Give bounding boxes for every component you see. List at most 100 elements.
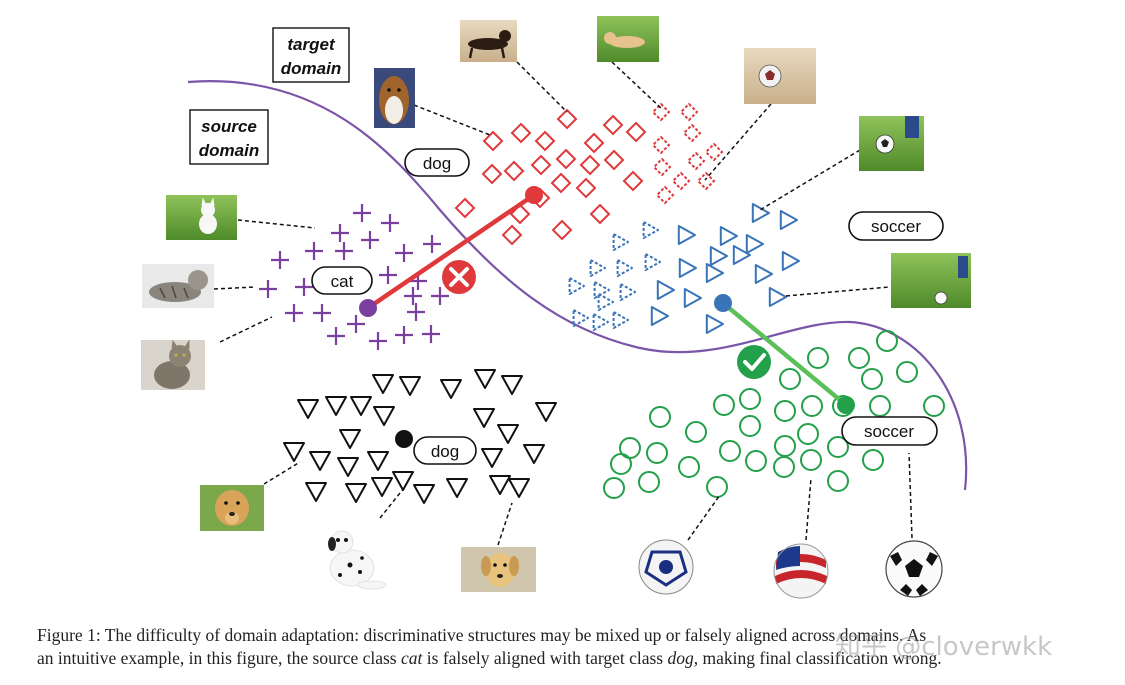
diamond-marker (622, 170, 644, 192)
plus-marker (295, 278, 313, 296)
dalmatian-photo (328, 530, 387, 590)
triangle-marker (413, 484, 435, 504)
diamond-marker (652, 157, 672, 177)
svg-text:cat: cat (331, 272, 354, 291)
plus-marker (379, 266, 397, 284)
triangle-marker (754, 264, 773, 284)
source-soccer-centroid (837, 396, 855, 414)
plus-marker (259, 280, 277, 298)
triangle-marker (497, 424, 519, 444)
triangle-marker (283, 442, 305, 462)
triangle-marker (297, 399, 319, 419)
leader-line (908, 452, 913, 539)
triangle-marker (481, 448, 503, 468)
white-kitten-photo (166, 195, 237, 240)
leader-line (219, 316, 273, 343)
diamond-marker (579, 154, 601, 176)
leader-lines (213, 61, 913, 546)
caption-line-2: an intuitive example, in this figure, th… (37, 648, 942, 668)
plus-marker (361, 231, 379, 249)
triangle-marker (745, 234, 764, 254)
triangle-marker (337, 457, 359, 477)
triangle-marker (705, 263, 724, 283)
diamond-marker (575, 177, 597, 199)
diamond-marker (625, 121, 647, 143)
dachshund-photo (460, 20, 517, 62)
diamond-marker (602, 114, 624, 136)
diamond-marker (534, 130, 556, 152)
triangle-marker (489, 475, 511, 495)
target-dog-centroid (525, 186, 543, 204)
triangle-marker (325, 396, 347, 416)
triangle-marker (642, 221, 659, 239)
diamond-marker (556, 108, 578, 130)
diamond-marker (679, 102, 699, 122)
figure-caption: Figure 1: The difficulty of domain adapt… (37, 624, 1097, 670)
triangle-marker (705, 314, 724, 334)
diamond-marker (555, 148, 577, 170)
plus-marker (369, 332, 387, 350)
cross-icon (442, 260, 476, 294)
diamond-marker (503, 160, 525, 182)
puppy-on-grass-photo (597, 16, 659, 62)
svg-text:domain: domain (281, 59, 341, 78)
tabby-cat-sitting-photo (141, 339, 205, 390)
triangle-marker (508, 478, 530, 498)
triangle-marker (751, 203, 770, 223)
diamond-marker (686, 151, 706, 171)
target-domain-label: target domain (272, 27, 350, 83)
leader-line (611, 61, 664, 111)
target-dog-label: dog (404, 148, 470, 177)
leader-line (785, 286, 890, 297)
plus-marker (271, 251, 289, 269)
circle-marker (896, 361, 918, 383)
triangle-marker (612, 233, 629, 251)
leader-line (413, 104, 491, 136)
circle-marker (638, 471, 660, 493)
leader-line (805, 477, 812, 541)
circle-marker (807, 347, 829, 369)
triangle-marker (572, 309, 589, 327)
triangle-marker (650, 306, 669, 326)
collie-photo (374, 68, 415, 128)
plus-marker (313, 304, 331, 322)
circle-marker (797, 423, 819, 445)
leader-line (213, 286, 256, 290)
domain-boundary-curve (187, 80, 968, 491)
triangle-marker (473, 408, 495, 428)
triangle-marker (616, 259, 633, 277)
circle-marker (649, 406, 671, 428)
source-cat-centroid (359, 299, 377, 317)
triangle-marker (501, 375, 523, 395)
triangle-marker (523, 444, 545, 464)
triangle-marker (592, 313, 609, 331)
triangle-marker (597, 293, 614, 311)
triangle-marker (367, 451, 389, 471)
circle-marker (603, 477, 625, 499)
soccer-ball-photo (638, 539, 694, 595)
source-cat-label: cat (311, 266, 373, 295)
svg-text:source: source (201, 117, 257, 136)
plus-marker (347, 315, 365, 333)
plus-marker (335, 242, 353, 260)
circle-marker (923, 395, 945, 417)
triangle-marker (612, 311, 629, 329)
triangle-marker (619, 283, 636, 301)
plus-marker (305, 242, 323, 260)
leader-line (497, 502, 513, 546)
svg-text:target: target (287, 35, 336, 54)
source-dog-label: dog (413, 436, 477, 465)
plus-marker (423, 235, 441, 253)
circle-marker (774, 400, 796, 422)
svg-text:dog: dog (423, 154, 451, 173)
circle-marker (862, 449, 884, 471)
triangle-marker (305, 482, 327, 502)
triangle-marker (683, 288, 702, 308)
plus-marker (404, 287, 422, 305)
triangle-marker (779, 210, 798, 230)
soccer-ball-sand-photo (744, 48, 816, 104)
circle-marker (719, 440, 741, 462)
target-soccer-centroid (714, 294, 732, 312)
circle-marker (739, 388, 761, 410)
source-soccer-label: soccer (841, 416, 938, 446)
